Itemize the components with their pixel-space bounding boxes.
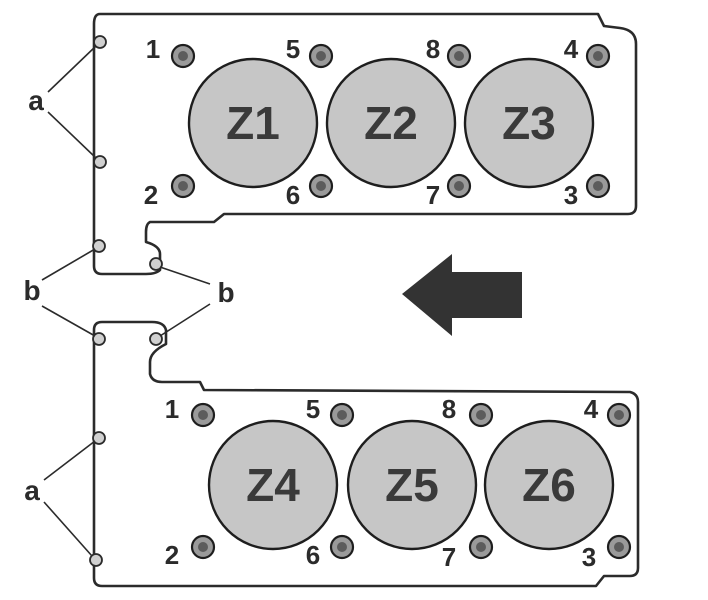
- bolt-number: 5: [286, 34, 300, 64]
- label-a-upper: a: [28, 85, 44, 116]
- upper-cylinders: Z1 Z2 Z3: [187, 57, 595, 189]
- label-b-left: b: [23, 275, 40, 306]
- bolt-number: 2: [165, 540, 179, 570]
- upper-bolts: [170, 43, 611, 199]
- direction-arrow-icon: [402, 254, 522, 336]
- bolt-number: 8: [426, 34, 440, 64]
- pin-a-upper-2: [93, 155, 107, 169]
- bolt-number: 1: [146, 34, 160, 64]
- pin-a-lower-2: [89, 553, 103, 567]
- bolt-number: 3: [582, 542, 596, 572]
- pin-a-lower-1: [92, 431, 106, 445]
- bolt-number: 5: [306, 394, 320, 424]
- leader-lines: [41, 45, 211, 557]
- cylinder-z6-label: Z6: [522, 459, 576, 511]
- cylinder-z4: [207, 419, 339, 551]
- bolt-number: 2: [144, 180, 158, 210]
- cylinder-z2-label: Z2: [364, 97, 418, 149]
- pin-b-2: [149, 257, 163, 271]
- dowel-pins: [89, 35, 163, 567]
- cylinder-z2: [325, 57, 457, 189]
- cylinder-z1: [187, 57, 319, 189]
- label-a-lower: a: [24, 475, 40, 506]
- bolt-number: 4: [564, 34, 579, 64]
- lower-bolts: [190, 402, 632, 560]
- pin-b-3: [92, 332, 106, 346]
- bolt-number: 8: [442, 394, 456, 424]
- cylinder-z4-label: Z4: [246, 459, 300, 511]
- bolt-number: 6: [286, 180, 300, 210]
- upper-bolt-numbers: 1 5 8 4 2 6 7 3: [144, 34, 579, 210]
- cylinder-z6: [483, 419, 615, 551]
- bolt-number: 4: [584, 394, 599, 424]
- cylinder-z5-label: Z5: [385, 459, 439, 511]
- bolt-number: 3: [564, 180, 578, 210]
- pin-b-1: [92, 239, 106, 253]
- pin-a-upper-1: [93, 35, 107, 49]
- cylinder-z5: [346, 419, 478, 551]
- bolt-number: 1: [165, 394, 179, 424]
- lower-cylinders: Z4 Z5 Z6: [207, 419, 615, 551]
- cylinder-z3: [463, 57, 595, 189]
- bolt-number: 7: [426, 180, 440, 210]
- cylinder-z1-label: Z1: [226, 97, 280, 149]
- cylinder-z3-label: Z3: [502, 97, 556, 149]
- bolt-number: 6: [306, 540, 320, 570]
- bolt-number: 7: [442, 542, 456, 572]
- lower-bolt-numbers: 1 5 8 4 2 6 7 3: [165, 394, 599, 572]
- callout-letters: a b b a: [23, 85, 234, 506]
- label-b-right: b: [217, 277, 234, 308]
- pin-b-4: [149, 332, 163, 346]
